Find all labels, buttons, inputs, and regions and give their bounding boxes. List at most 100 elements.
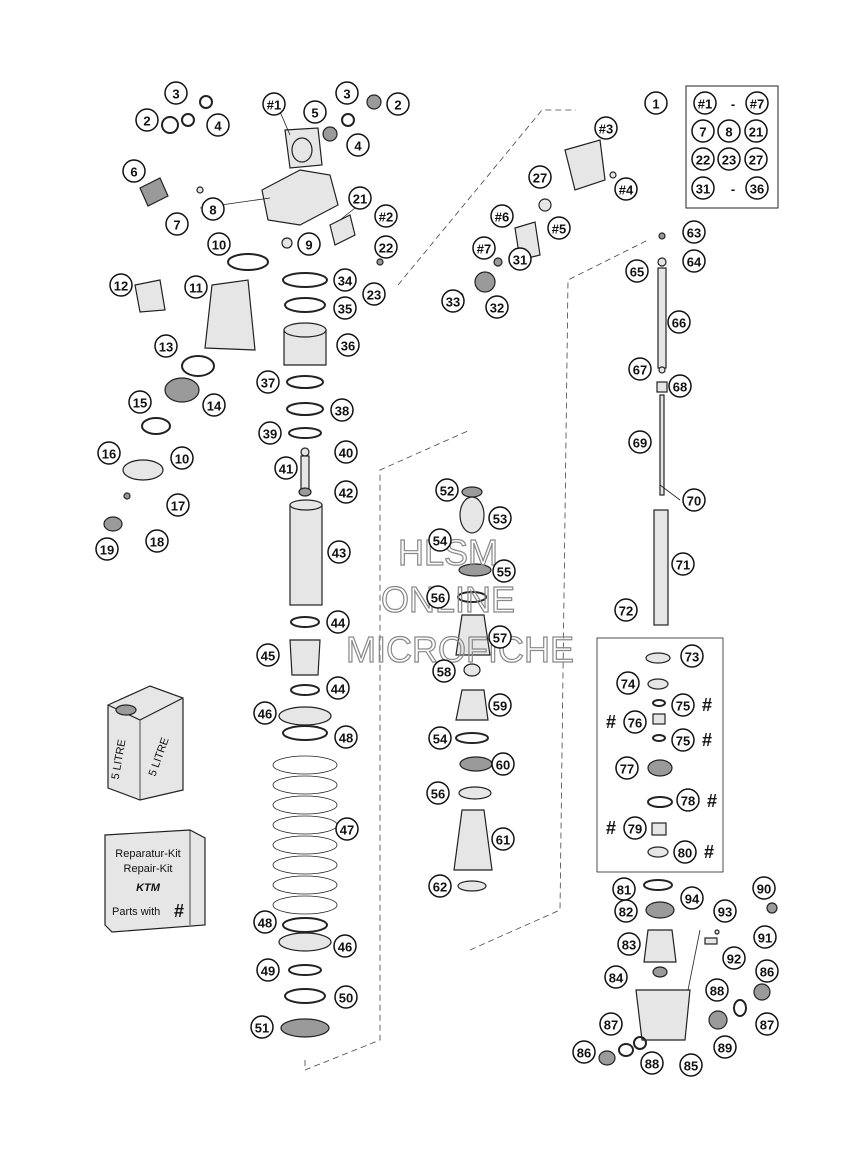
- callout-circle: [426, 781, 450, 805]
- repair-kit-box: Reparatur-Kit Repair-Kit KTM Parts with …: [104, 829, 206, 933]
- callout-label: 46: [338, 940, 352, 955]
- legend-circle: [691, 176, 715, 200]
- callout-4: 4: [206, 113, 230, 137]
- callout-58: 58: [432, 659, 456, 683]
- callout-circle: [334, 725, 358, 749]
- callout-hash7: #7: [472, 236, 496, 260]
- callout-label: 44: [331, 616, 346, 631]
- callout-label: 87: [760, 1018, 774, 1033]
- callout-circle: [614, 177, 638, 201]
- callout-label: 75: [676, 734, 690, 749]
- callout-34: 34: [333, 268, 357, 292]
- callout-93: 93: [713, 899, 737, 923]
- legend-circle: [691, 147, 715, 171]
- callout-label: #3: [599, 122, 613, 137]
- callout-10: 10: [170, 446, 194, 470]
- callout-label: 70: [687, 494, 701, 509]
- callout-17: 17: [166, 493, 190, 517]
- callout-circle: [334, 440, 358, 464]
- callout-71: 71: [671, 552, 695, 576]
- callout-89: 89: [713, 1035, 737, 1059]
- callout-label: 65: [630, 265, 644, 280]
- callout-circle: [348, 186, 372, 210]
- callout-circle: [713, 899, 737, 923]
- callout-label: 48: [258, 916, 272, 931]
- callout-51: 51: [250, 1015, 274, 1039]
- callout-72: 72: [614, 598, 638, 622]
- callout-label: 4: [354, 139, 362, 154]
- callout-76: 76: [623, 710, 647, 734]
- callout-circle: [755, 959, 779, 983]
- callout-circle: [333, 268, 357, 292]
- callout-circle: [671, 693, 695, 717]
- callout-circle: [327, 540, 351, 564]
- callout-circle: [346, 133, 370, 157]
- callout-label: 21: [353, 192, 367, 207]
- callout-label: 47: [340, 823, 354, 838]
- callout-label: 37: [261, 376, 275, 391]
- callout-81: 81: [612, 877, 636, 901]
- callout-label: 42: [339, 486, 353, 501]
- callout-label: 91: [758, 931, 772, 946]
- legend-circle: [744, 147, 768, 171]
- callout-label: 60: [496, 758, 510, 773]
- callout-circle: [679, 1053, 703, 1077]
- legend-label: #1: [698, 97, 712, 112]
- callout-64: 64: [682, 249, 706, 273]
- callout-46: 46: [253, 701, 277, 725]
- callout-circle: [671, 552, 695, 576]
- callout-circle: [676, 788, 700, 812]
- callout-circle: [145, 529, 169, 553]
- watermark: HLSM ONLINE MICROFICHE: [345, 531, 574, 670]
- callout-44: 44: [326, 676, 350, 700]
- callout-label: 85: [684, 1059, 698, 1074]
- callout-55: 55: [492, 559, 516, 583]
- callout-78: 78: [676, 788, 700, 812]
- callout-52: 52: [435, 478, 459, 502]
- hash-mark: #: [702, 695, 712, 715]
- callout-circle: [256, 958, 280, 982]
- callout-label: 49: [261, 964, 275, 979]
- callout-56: 56: [426, 585, 450, 609]
- callout-59: 59: [488, 693, 512, 717]
- callout-47: 47: [335, 817, 359, 841]
- callout-circle: [644, 91, 668, 115]
- callout-21: 21: [348, 186, 372, 210]
- legend-label: 27: [749, 153, 763, 168]
- hash-mark: #: [702, 730, 712, 750]
- callout-label: 56: [431, 591, 445, 606]
- callout-68: 68: [668, 374, 692, 398]
- callout-circle: [253, 701, 277, 725]
- callout-74: 74: [616, 671, 640, 695]
- callout-80: 80: [673, 840, 697, 864]
- callout-circle: [335, 817, 359, 841]
- legend-item: -: [731, 182, 735, 197]
- callout-8: 8: [201, 197, 225, 221]
- callout-circle: [615, 756, 639, 780]
- callout-label: 82: [619, 905, 633, 920]
- callout-86: 86: [572, 1040, 596, 1064]
- callout-circle: [682, 488, 706, 512]
- callout-label: 58: [437, 665, 451, 680]
- callout-circle: [374, 235, 398, 259]
- callout-circle: [616, 671, 640, 695]
- callout-circle: [109, 273, 133, 297]
- callout-13: 13: [154, 334, 178, 358]
- callout-33: 33: [441, 289, 465, 313]
- callout-circle: [625, 259, 649, 283]
- callout-circle: [330, 398, 354, 422]
- callout-circle: [326, 610, 350, 634]
- callout-circle: [122, 159, 146, 183]
- callout-circle: [488, 506, 512, 530]
- legend-item: -: [731, 97, 735, 112]
- legend-circle: [745, 91, 769, 115]
- callout-label: 83: [622, 938, 636, 953]
- callout-circle: [671, 728, 695, 752]
- callout-circle: [668, 374, 692, 398]
- callout-circle: [97, 441, 121, 465]
- callout-35: 35: [333, 296, 357, 320]
- callout-75: 75: [671, 693, 695, 717]
- callout-hash2: #2: [374, 204, 398, 228]
- callout-label: 18: [150, 535, 164, 550]
- callout-circle: [752, 876, 776, 900]
